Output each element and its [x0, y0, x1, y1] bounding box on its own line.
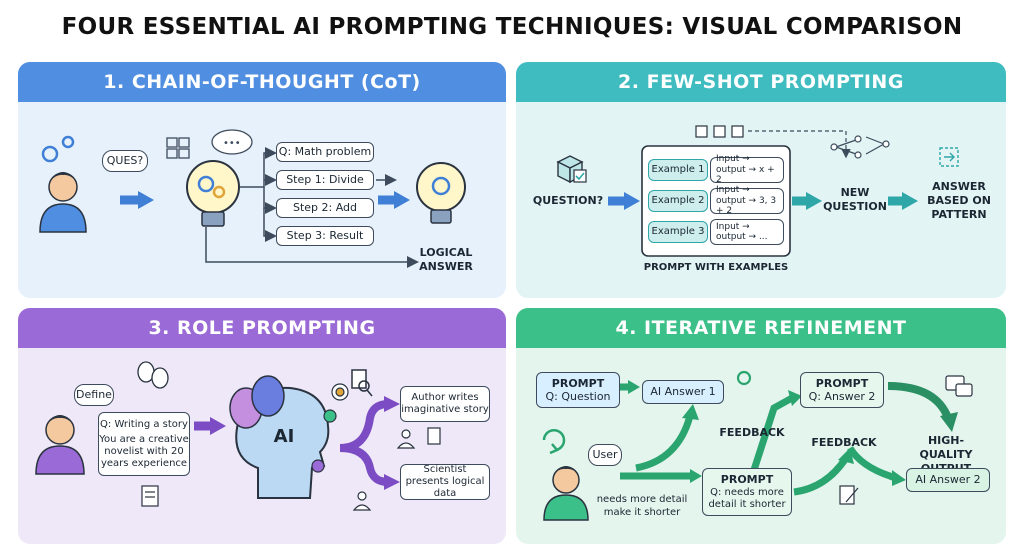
step-box: Step 1: Divide [276, 170, 374, 190]
user-feedback-text: needs more detail make it shorter [596, 494, 688, 518]
prompt-title: PROMPT [720, 473, 774, 487]
panel-iterative-refinement: 4. ITERATIVE REFINEMENT [516, 308, 1006, 544]
step-box: Q: Math problem [276, 142, 374, 162]
define-bubble: Define [74, 384, 114, 406]
prompt-question: Q: needs more detail it shorter [708, 486, 786, 510]
panel-heading: 2. FEW-SHOT PROMPTING [516, 62, 1006, 102]
example-label: Example 3 [648, 221, 708, 243]
example-label: Example 2 [648, 190, 708, 212]
prompt-title: PROMPT [551, 376, 605, 390]
step-box: Step 3: Result [276, 226, 374, 246]
prompt-question: Q: Question [545, 390, 611, 403]
prompt-caption: PROMPT WITH EXAMPLES [643, 262, 789, 273]
flow-arrow [628, 380, 640, 394]
answer-box: AI Answer 1 [642, 380, 724, 404]
gear-icon [736, 370, 752, 386]
output-box: Author writes imaginative story [400, 386, 490, 422]
prompt-question: Q: Answer 2 [808, 390, 876, 403]
page-title: FOUR ESSENTIAL AI PROMPTING TECHNIQUES: … [61, 14, 963, 40]
check-icon [573, 169, 587, 183]
lightbulb-answer-icon [416, 162, 466, 224]
step-box: Step 2: Add [276, 198, 374, 218]
example-label: Example 1 [648, 159, 708, 181]
checklist-icon [695, 125, 744, 138]
user-icon [39, 172, 87, 233]
panel-role-prompting: 3. ROLE PROMPTING [18, 308, 506, 544]
panel-heading: 1. CHAIN-OF-THOUGHT (CoT) [18, 62, 506, 102]
prompt-title: PROMPT [815, 376, 869, 390]
answer-label: LOGICAL ANSWER [419, 246, 473, 273]
prompt-box: PROMPT Q: Question [536, 372, 620, 408]
feedback-label: FEEDBACK [811, 436, 877, 449]
lightbulb-icon [186, 160, 240, 227]
output-box: Scientist presents logical data [400, 464, 490, 500]
prompt-box: PROMPT Q: needs more detail it shorter [702, 468, 792, 516]
target-icon [939, 147, 959, 167]
badge-icon [311, 383, 349, 473]
search-icon [351, 369, 373, 397]
chat-icon [945, 375, 973, 397]
role-prompt-box: Q: Writing a story You are a creative no… [98, 412, 190, 476]
panel-few-shot: 2. FEW-SHOT PROMPTING Q [516, 62, 1006, 298]
example-io: Input → output → x + 2 [710, 154, 784, 185]
fork-arrow [339, 400, 389, 452]
user-icon [35, 415, 85, 475]
prompt-question: Q: Writing a story [100, 418, 188, 430]
panel-heading: 4. ITERATIVE REFINEMENT [516, 308, 1006, 348]
answer-box: AI Answer 2 [906, 468, 990, 492]
svg-text:•••: ••• [223, 138, 241, 149]
theater-masks-icon [137, 361, 169, 389]
example-io: Input → output → ... [710, 219, 784, 245]
prompt-role: You are a creative novelist with 20 year… [99, 433, 189, 469]
people-icon [352, 427, 441, 511]
user-bubble: User [588, 444, 622, 466]
question-bubble: QUES? [102, 150, 148, 172]
document-icon [141, 485, 159, 507]
iterative-illustration [542, 370, 973, 521]
role-illustration [35, 361, 441, 511]
refresh-icon [542, 428, 566, 455]
edit-icon [839, 485, 859, 505]
answer-label: ANSWER BASED ON PATTERN [927, 180, 991, 221]
question-label: QUESTION? [532, 194, 604, 207]
ai-head-icon [229, 375, 330, 499]
feedback-label: FEEDBACK [719, 426, 785, 439]
new-question-label: NEW QUESTION [823, 186, 887, 213]
calculator-icon [166, 137, 190, 159]
cot-illustration: ••• [39, 129, 466, 268]
panel-heading: 3. ROLE PROMPTING [18, 308, 506, 348]
ai-label: AI [273, 426, 295, 447]
gear-icon [41, 135, 75, 163]
example-io: Input → output → 3, 3 + 2 [710, 185, 784, 216]
prompt-box: PROMPT Q: Answer 2 [800, 372, 884, 408]
thought-cloud-icon [211, 129, 253, 155]
panel-chain-of-thought: 1. CHAIN-OF-THOUGHT (CoT) ••• [18, 62, 506, 298]
network-icon [830, 135, 890, 159]
user-icon [543, 466, 589, 521]
